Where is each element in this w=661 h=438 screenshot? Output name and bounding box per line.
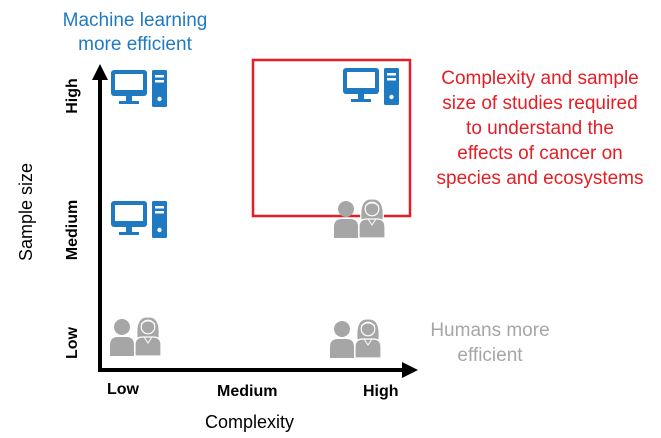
y-tick-low: Low bbox=[64, 327, 81, 359]
highlight-label: Complexity and sample size of studies re… bbox=[415, 66, 661, 191]
humans-line-1: Humans more bbox=[430, 320, 550, 341]
highlight-line-3: to understand the bbox=[466, 118, 614, 139]
machine-learning-line-1: Machine learning bbox=[62, 10, 208, 31]
highlight-line-4: effects of cancer on bbox=[457, 143, 623, 164]
x-tick-low: Low bbox=[107, 381, 139, 398]
computer-icon bbox=[111, 201, 167, 238]
computer-icon bbox=[343, 68, 399, 105]
highlight-line-5: species and ecosystems bbox=[436, 168, 644, 189]
computer-icon bbox=[111, 70, 167, 107]
highlight-line-1: Complexity and sample bbox=[441, 68, 639, 89]
humans-line-2: efficient bbox=[457, 345, 523, 366]
y-tick-medium: Medium bbox=[64, 199, 81, 261]
x-tick-medium: Medium bbox=[217, 383, 278, 400]
people-icon bbox=[110, 316, 162, 357]
machine-learning-label: Machine learning more efficient bbox=[30, 9, 240, 57]
x-axis-title: Complexity bbox=[205, 412, 295, 432]
highlight-box bbox=[251, 58, 412, 218]
machine-learning-line-2: more efficient bbox=[78, 34, 192, 55]
humans-label: Humans more efficient bbox=[410, 318, 570, 368]
y-tick-high: High bbox=[64, 78, 81, 114]
x-tick-high: High bbox=[363, 383, 399, 400]
highlight-line-2: size of studies required bbox=[442, 93, 638, 114]
y-axis bbox=[92, 64, 108, 372]
x-axis bbox=[98, 362, 418, 378]
people-icon bbox=[334, 198, 386, 239]
y-axis-title: Sample size bbox=[16, 162, 36, 262]
people-icon bbox=[330, 318, 382, 359]
